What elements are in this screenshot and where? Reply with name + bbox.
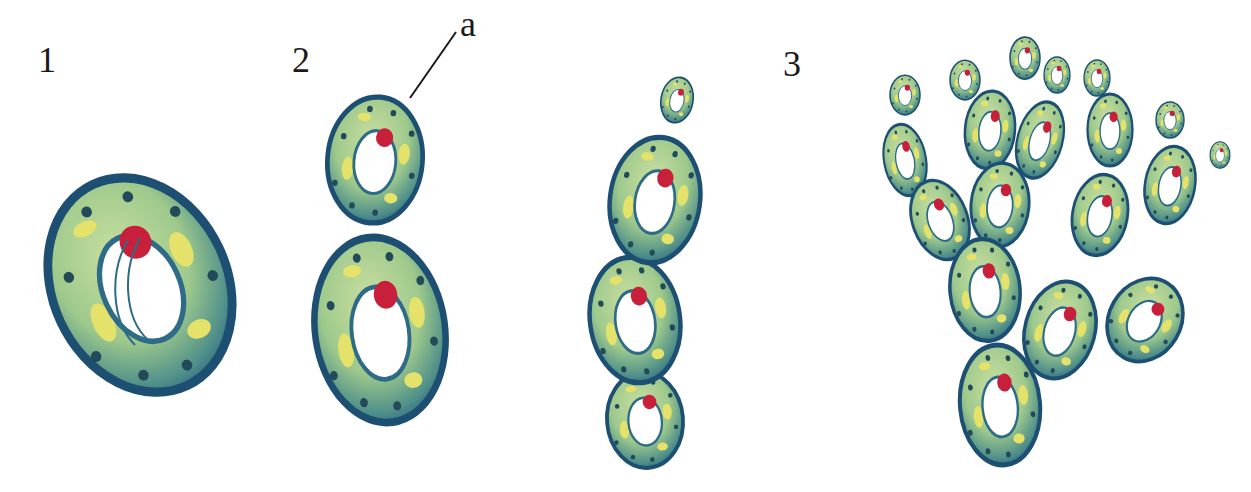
figure-number: 3	[783, 46, 801, 82]
figure-number: 2	[292, 42, 310, 78]
part-label: a	[460, 6, 476, 42]
figure-number: 1	[38, 42, 56, 78]
leader-line	[410, 32, 456, 98]
